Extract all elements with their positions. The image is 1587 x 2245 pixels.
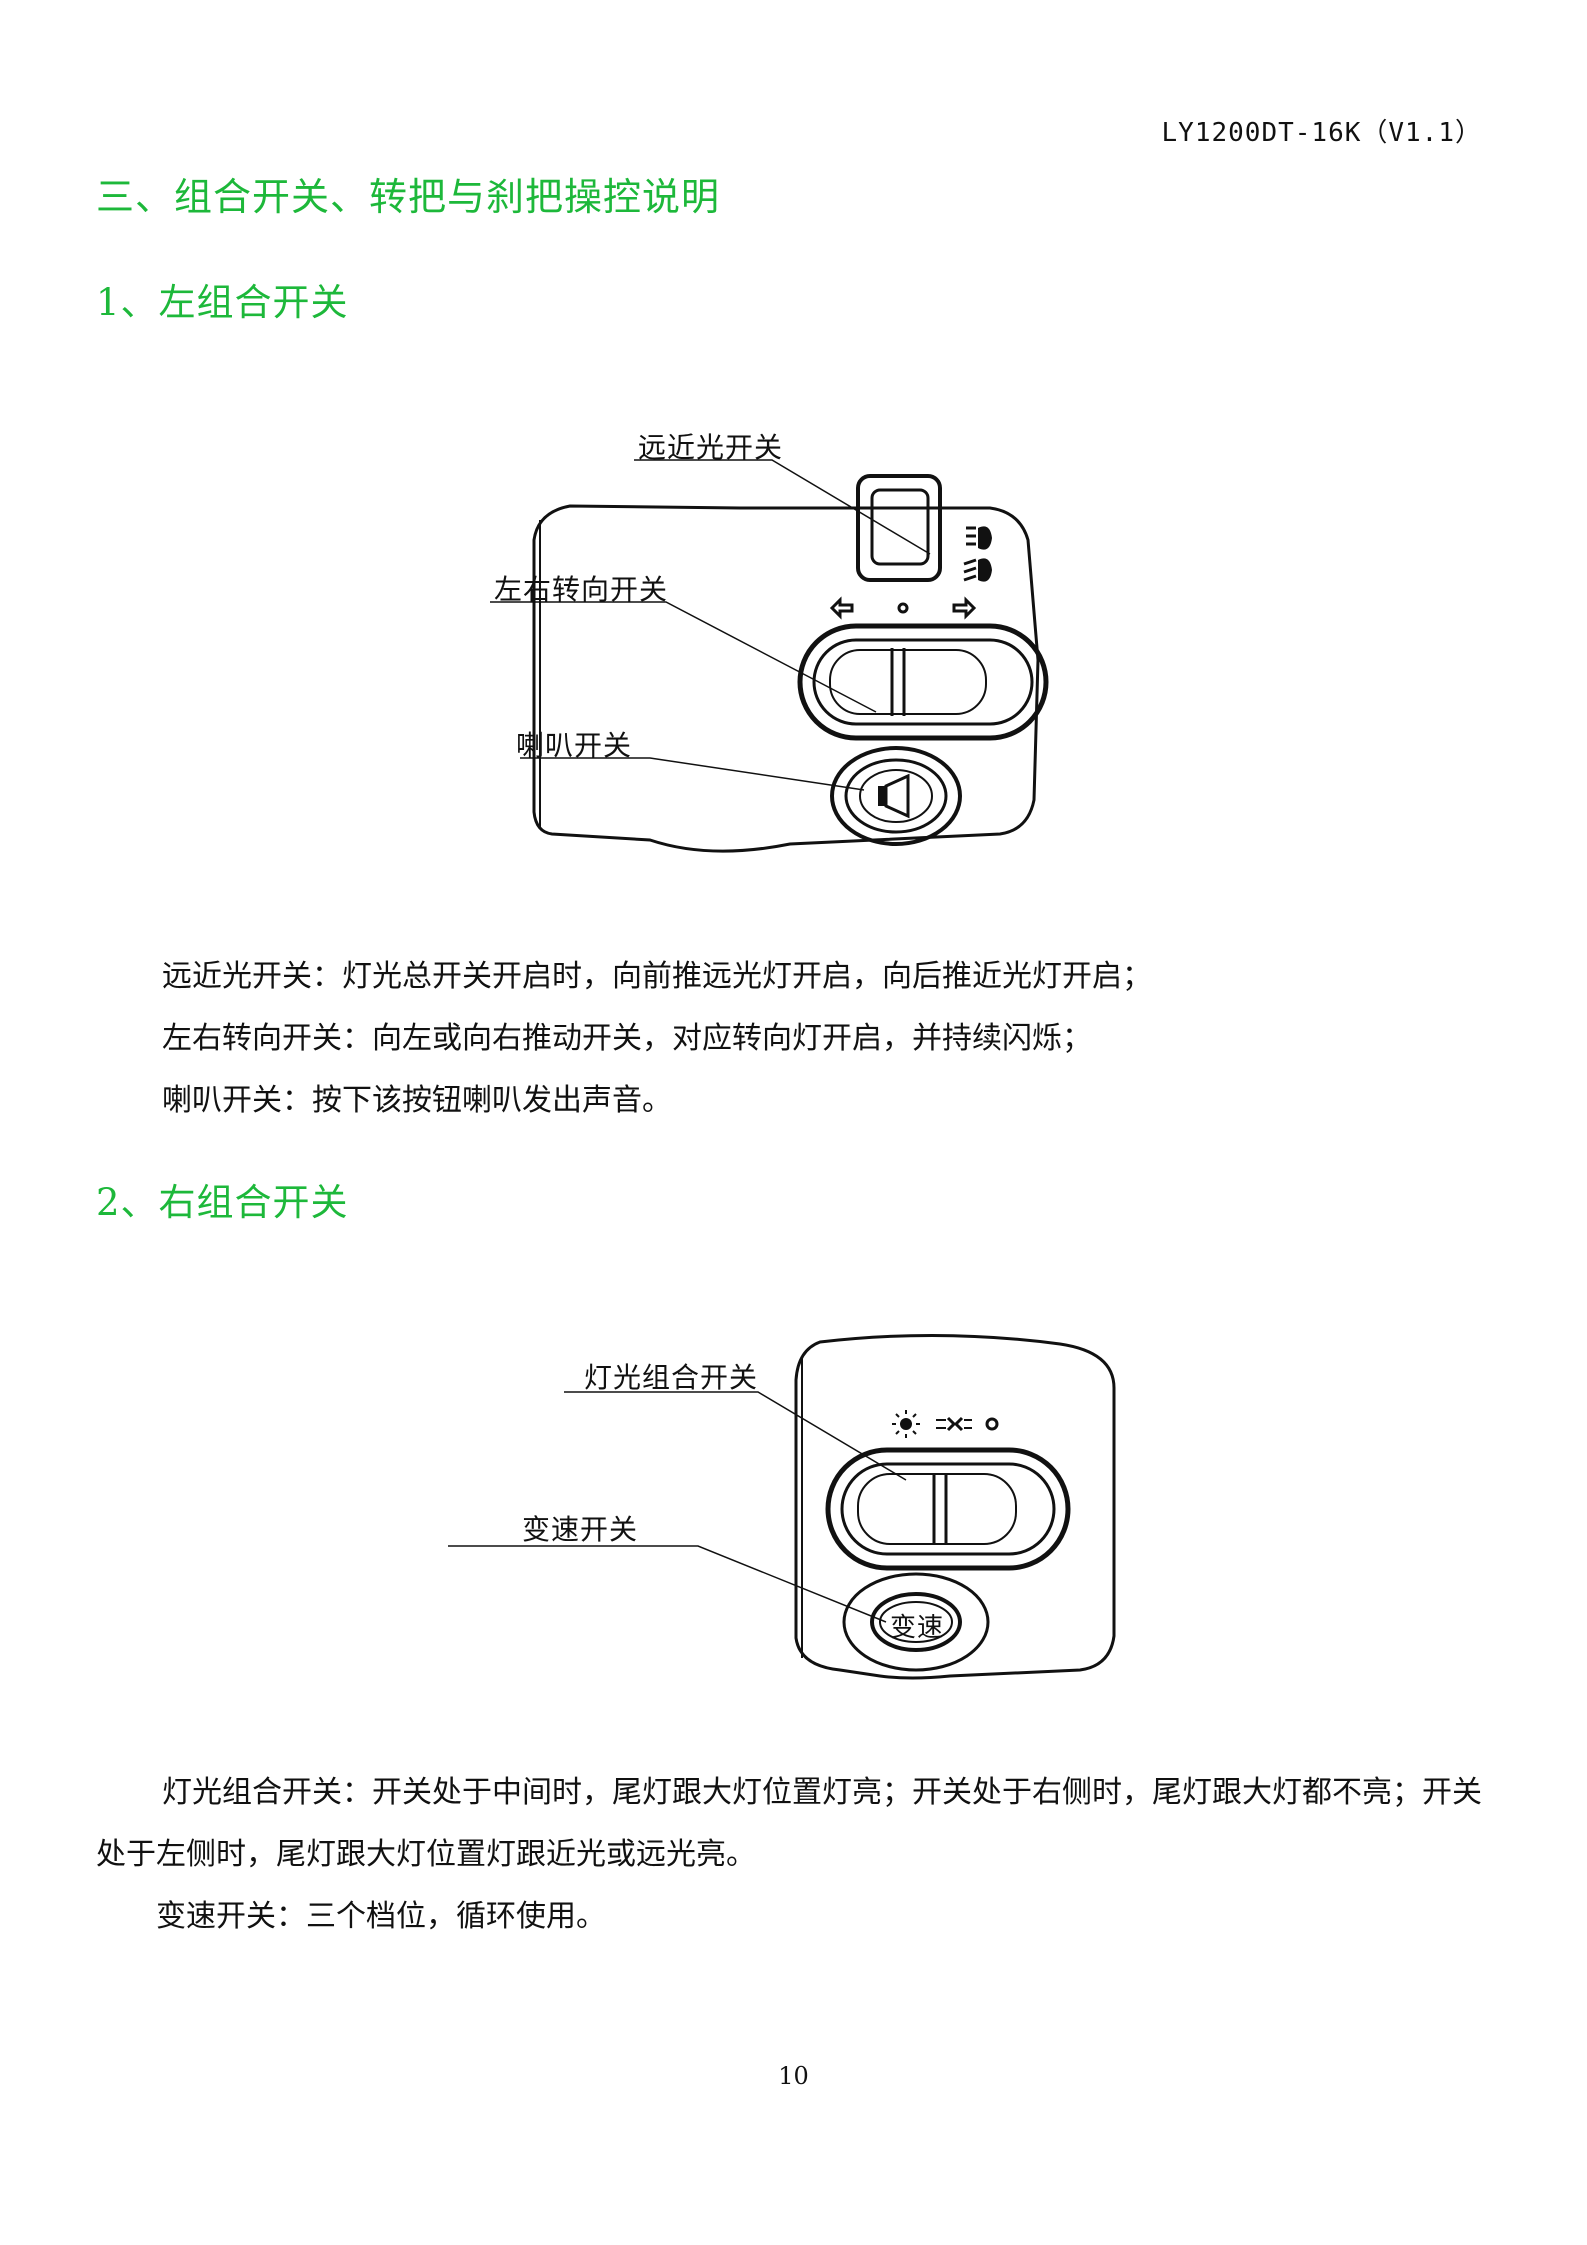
left-arrow-icon bbox=[829, 596, 854, 620]
beam-switch-description: 远近光开关：灯光总开关开启时，向前推远光灯开启，向后推近光灯开启； bbox=[162, 959, 1152, 994]
left-switch-heading: 1、左组合开关 bbox=[96, 281, 349, 324]
callout-light-switch: 灯光组合开关 bbox=[584, 1361, 759, 1394]
right-switch-diagram bbox=[448, 1333, 1116, 1680]
headlight-sun-icon bbox=[892, 1410, 920, 1438]
document-code: LY1200DT-16K（V1.1） bbox=[1161, 118, 1482, 148]
position-light-icon bbox=[936, 1416, 972, 1432]
high-beam-icon bbox=[966, 526, 992, 550]
horn-icon bbox=[878, 773, 910, 819]
right-arrow-icon bbox=[952, 596, 977, 620]
section-title: 三、组合开关、转把与刹把操控说明 bbox=[96, 175, 721, 219]
horn-switch-description: 喇叭开关：按下该按钮喇叭发出声音。 bbox=[162, 1083, 672, 1118]
callout-turn-switch: 左右转向开关 bbox=[494, 573, 669, 606]
right-switch-heading: 2、右组合开关 bbox=[96, 1181, 349, 1224]
callout-speed-switch: 变速开关 bbox=[522, 1513, 639, 1546]
callout-horn-switch: 喇叭开关 bbox=[516, 729, 633, 762]
off-dot-icon bbox=[985, 1417, 999, 1431]
right-switch-descriptions: 灯光组合开关：开关处于中间时，尾灯跟大灯位置灯亮；开关处于右侧时，尾灯跟大灯都不… bbox=[96, 1762, 1496, 1948]
speed-switch-description: 变速开关：三个档位，循环使用。 bbox=[156, 1899, 606, 1934]
left-switch-descriptions: 远近光开关：灯光总开关开启时，向前推远光灯开启，向后推近光灯开启； 左右转向开关… bbox=[96, 946, 1496, 1132]
speed-button-label: 变速 bbox=[890, 1613, 945, 1643]
neutral-dot-icon bbox=[897, 602, 909, 614]
callout-beam-switch: 远近光开关 bbox=[638, 431, 784, 464]
turn-switch-description: 左右转向开关：向左或向右推动开关，对应转向灯开启，并持续闪烁； bbox=[162, 1021, 1092, 1056]
left-switch-diagram bbox=[490, 459, 1049, 853]
light-switch-description: 灯光组合开关：开关处于中间时，尾灯跟大灯位置灯亮；开关处于右侧时，尾灯跟大灯都不… bbox=[96, 1775, 1482, 1872]
low-beam-icon bbox=[963, 558, 992, 582]
page-number: 10 bbox=[778, 2062, 809, 2090]
